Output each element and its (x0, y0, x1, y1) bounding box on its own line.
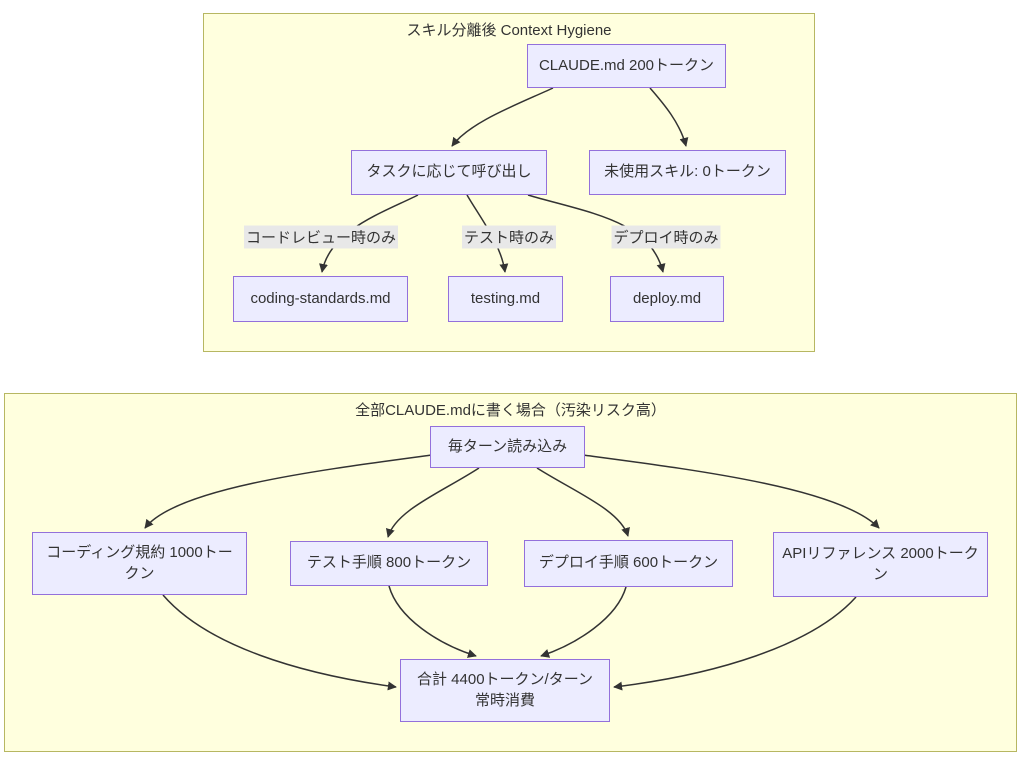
node-total-4400: 合計 4400トークン/ターン 常時消費 (400, 659, 610, 722)
node-task-call: タスクに応じて呼び出し (351, 150, 547, 195)
edge-label-deploy-only: デプロイ時のみ (611, 225, 721, 249)
cluster-title-bottom: 全部CLAUDE.mdに書く場合（汚染リスク高） (355, 402, 666, 419)
edge-label-code-review-only: コードレビュー時のみ (243, 225, 399, 249)
node-coding-rules-1000: コーディング規約 1000トークン (32, 532, 247, 595)
cluster-title-top: スキル分離後 Context Hygiene (406, 22, 612, 39)
node-deploy-steps-600: デプロイ手順 600トークン (524, 540, 733, 587)
node-coding-standards-md: coding-standards.md (233, 276, 408, 322)
node-deploy-md: deploy.md (610, 276, 724, 322)
node-every-turn-load: 毎ターン読み込み (430, 426, 585, 468)
node-unused-skill: 未使用スキル: 0トークン (589, 150, 786, 195)
node-claude-md: CLAUDE.md 200トークン (527, 44, 726, 88)
node-api-reference-2000: APIリファレンス 2000トークン (773, 532, 988, 597)
node-testing-md: testing.md (448, 276, 563, 322)
node-test-steps-800: テスト手順 800トークン (290, 541, 488, 586)
edge-label-test-only: テスト時のみ (461, 225, 557, 249)
